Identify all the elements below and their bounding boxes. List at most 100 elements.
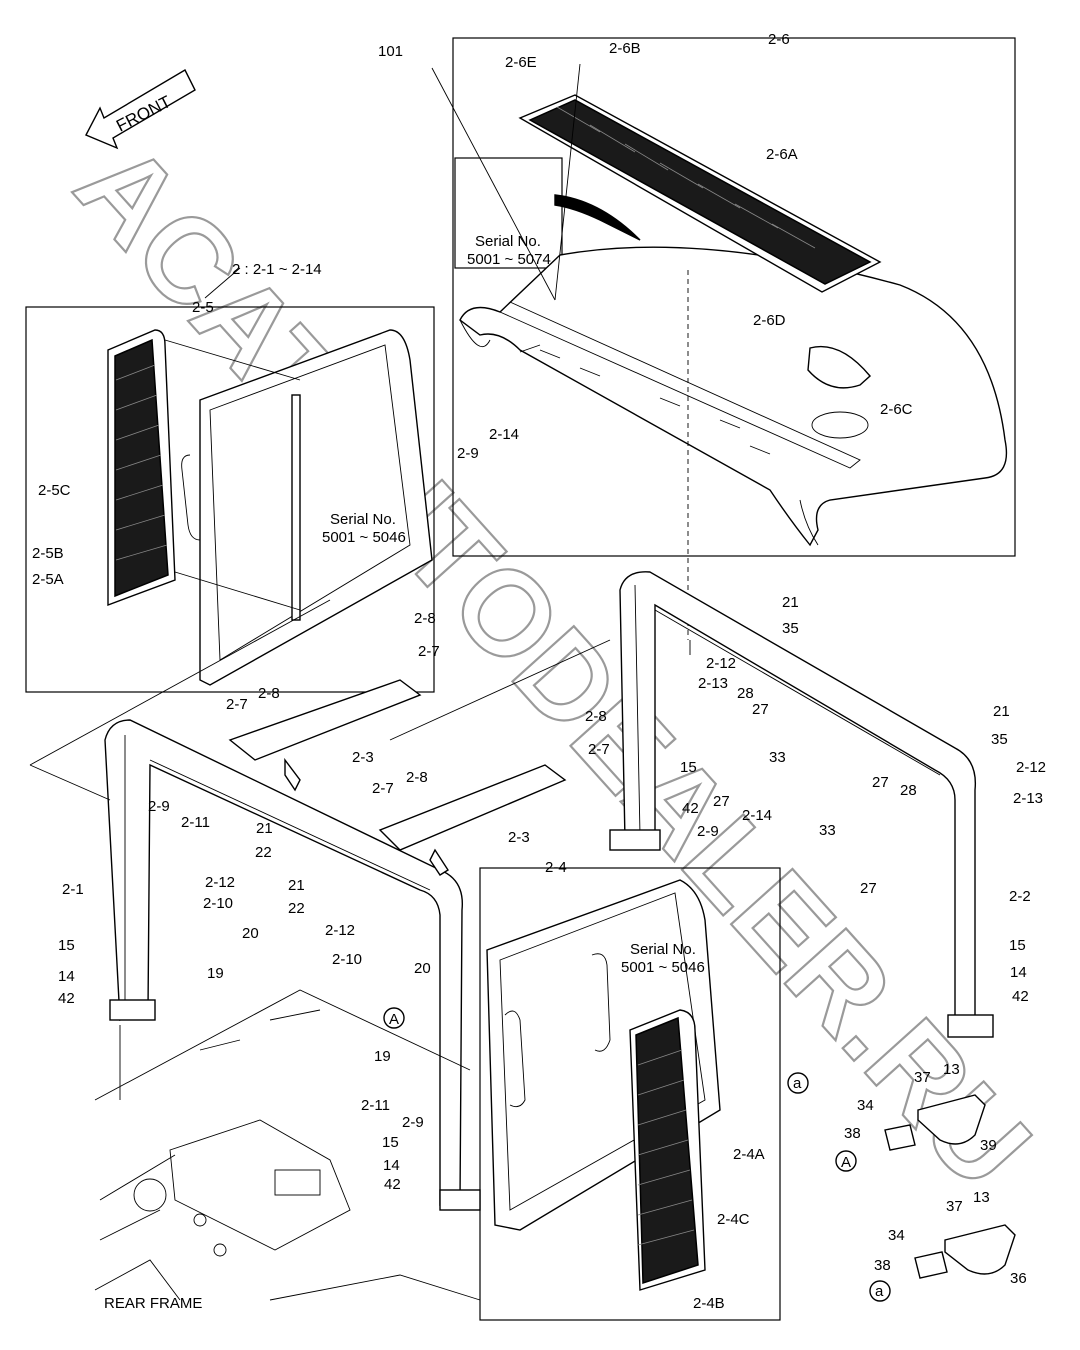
part-label: 27 (752, 701, 769, 718)
serial-note-1-line1: Serial No. (475, 233, 541, 250)
crossbar-2-3-upper (228, 679, 422, 792)
part-label: 2-5A (32, 571, 64, 588)
part-label: 2-8 (406, 769, 428, 786)
part-label: 13 (943, 1061, 960, 1078)
part-label: 2-7 (418, 643, 440, 660)
part-label: 27 (713, 793, 730, 810)
part-label: 28 (737, 685, 754, 702)
serial-box-2-6 (454, 157, 563, 269)
svg-text:a: a (793, 1075, 802, 1092)
part-label: 27 (872, 774, 889, 791)
part-label: 20 (242, 925, 259, 942)
part-label: 2-14 (742, 807, 772, 824)
rear-frame (94, 989, 481, 1301)
bracket-36 (914, 1224, 1016, 1279)
grille-2-4a (629, 1009, 706, 1291)
part-label: 15 (58, 937, 75, 954)
part-label: 35 (991, 731, 1008, 748)
serial-note-1-line2: 5001 ~ 5074 (467, 251, 551, 268)
part-label: 15 (1009, 937, 1026, 954)
serial-detail-shape (554, 194, 641, 241)
part-label: 2-12 (325, 922, 355, 939)
part-label: 2-13 (698, 675, 728, 692)
part-label: 42 (58, 990, 75, 1007)
part-label: 2-14 (489, 426, 519, 443)
serial-note-3-line1: Serial No. (630, 941, 696, 958)
part-label: 22 (255, 844, 272, 861)
top-cover-2-6 (459, 246, 1008, 547)
part-label: 2-6E (505, 54, 537, 71)
serial-note-3-line2: 5001 ~ 5046 (621, 959, 705, 976)
serial-note-2-line2: 5001 ~ 5046 (322, 529, 406, 546)
part-label: 21 (993, 703, 1010, 720)
leader-2-5a (174, 571, 301, 611)
part-label: 2-6B (609, 40, 641, 57)
part-label: 2-5 (192, 299, 214, 316)
part-label: 2-13 (1013, 790, 1043, 807)
part-label: 34 (888, 1227, 905, 1244)
part-label: 2-6A (766, 146, 798, 163)
part-label: 2-12 (706, 655, 736, 672)
part-label: 2-6C (880, 401, 913, 418)
part-label: 2-4A (733, 1146, 765, 1163)
part-label: 2-7 (372, 780, 394, 797)
crossbar-2-3-lower (378, 764, 567, 876)
serial-note-2-line1: Serial No. (330, 511, 396, 528)
part-label: 42 (1012, 988, 1029, 1005)
part-label: 15 (680, 759, 697, 776)
part-label: 38 (874, 1257, 891, 1274)
footer-label: REAR FRAME (104, 1295, 202, 1312)
leader-2-6b (554, 63, 581, 301)
part-label: 14 (383, 1157, 400, 1174)
part-label: 35 (782, 620, 799, 637)
part-label: 14 (1010, 964, 1027, 981)
part-label: 38 (844, 1125, 861, 1142)
part-label: 27 (860, 880, 877, 897)
frame-2-2 (609, 571, 994, 1038)
part-label: 2-11 (361, 1097, 390, 1114)
part-label: 39 (980, 1137, 997, 1154)
grille-2-6a (518, 94, 882, 293)
part-label: 2-7 (588, 741, 610, 758)
group-box-2-5 (25, 306, 435, 693)
part-label: 34 (857, 1097, 874, 1114)
part-label: 37 (914, 1069, 931, 1086)
part-label: 22 (288, 900, 305, 917)
svg-text:a: a (875, 1283, 884, 1300)
part-label: 37 (946, 1198, 963, 1215)
part-label: 21 (782, 594, 799, 611)
part-label: 20 (414, 960, 431, 977)
part-label: 2-11 (181, 814, 210, 831)
bracket-39 (884, 1094, 986, 1151)
leader-2-5a-b (164, 339, 301, 381)
part-label: 2-6 (768, 31, 790, 48)
part-label: 2-4 (545, 859, 567, 876)
part-label: 2-12 (1016, 759, 1046, 776)
part-label: 2-8 (585, 708, 607, 725)
part-label: 2-10 (332, 951, 362, 968)
svg-text:A: A (841, 1154, 851, 1171)
door-2-5 (181, 329, 433, 686)
part-label: 36 (1010, 1270, 1027, 1287)
part-label: 2-5C (38, 482, 71, 499)
part-label: 101 (378, 43, 403, 60)
part-label: 14 (58, 968, 75, 985)
group-label: 2 : 2-1 ~ 2-14 (232, 261, 322, 278)
callout-a-1: a (787, 1072, 809, 1094)
part-label: 33 (819, 822, 836, 839)
part-label: 2-5B (32, 545, 64, 562)
callout-A-2: A (835, 1150, 857, 1172)
part-label: 2-7 (226, 696, 248, 713)
plate-2-6c (807, 345, 871, 389)
part-label: 15 (382, 1134, 399, 1151)
part-label: 2-9 (457, 445, 479, 462)
leader-101 (431, 67, 556, 301)
part-label: 2-9 (697, 823, 719, 840)
grille-2-5a (107, 329, 176, 607)
part-label: 2-4C (717, 1211, 750, 1228)
part-label: 13 (973, 1189, 990, 1206)
part-label: 2-9 (148, 798, 170, 815)
part-label: 21 (256, 820, 273, 837)
part-label: 2-2 (1009, 888, 1031, 905)
